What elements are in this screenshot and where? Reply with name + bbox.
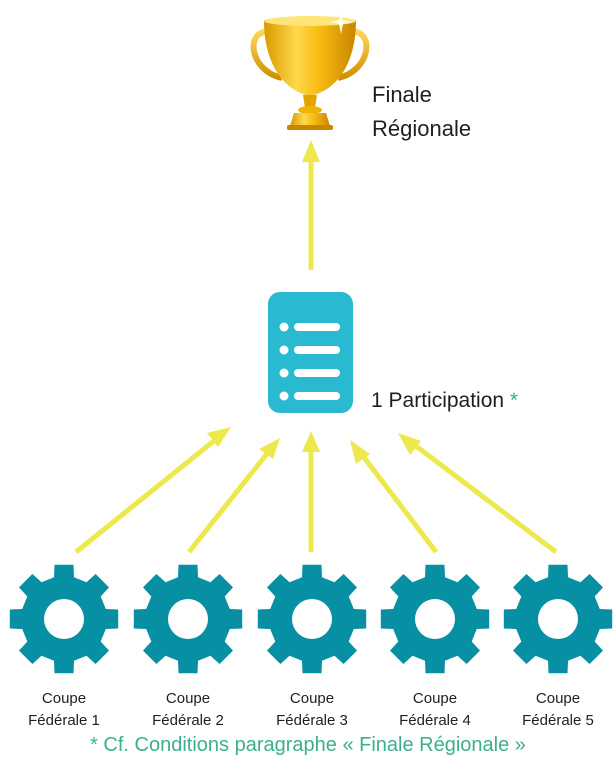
trophy-icon [250,10,370,130]
coupe-federale-1-line1: Coupe [41,690,87,707]
arrow-from-coupe-5 [398,433,558,554]
coupe-federale-2-line2: Fédérale 2 [152,712,224,729]
arrow-from-coupe-4 [350,440,438,554]
coupe-federale-4-line2: Fédérale 4 [399,712,471,729]
arrow-from-coupe-1 [74,427,231,554]
coupe-federale-3-label: Coupe Fédérale 3 [250,688,374,732]
gear-icon [503,564,613,674]
gear-icon [380,564,490,674]
coupe-federale-2-line1: Coupe [165,690,211,707]
gear-icon [133,564,243,674]
participation-label: 1 Participation * [371,389,518,413]
coupe-federale-5-label: Coupe Fédérale 5 [496,688,616,732]
finale-regionale-line2: Régionale [372,116,472,141]
participation-text: 1 Participation [371,389,505,412]
coupe-federale-5-line2: Fédérale 5 [522,712,594,729]
finale-regionale-label: Finale Régionale [372,78,572,146]
finale-regionale-line1: Finale [372,82,432,107]
arrow-from-coupe-3 [302,431,320,552]
footnote: * Cf. Conditions paragraphe « Finale Rég… [90,734,526,756]
coupe-federale-3-line2: Fédérale 3 [276,712,348,729]
document-list-icon [268,292,353,413]
gear-row [9,564,613,674]
coupe-federale-2-label: Coupe Fédérale 2 [126,688,250,732]
participation-star: * [509,389,519,412]
gear-icon [9,564,119,674]
coupe-federale-1-label: Coupe Fédérale 1 [2,688,126,732]
coupe-federale-1-line2: Fédérale 1 [28,712,100,729]
arrow-up-to-trophy [302,140,320,270]
arrows-to-participation [74,427,558,554]
arrow-from-coupe-2 [187,438,280,554]
coupe-federale-4-label: Coupe Fédérale 4 [373,688,497,732]
coupe-federale-5-line1: Coupe [535,690,581,707]
gear-icon [257,564,367,674]
coupe-federale-3-line1: Coupe [289,690,335,707]
coupe-federale-4-line1: Coupe [412,690,458,707]
